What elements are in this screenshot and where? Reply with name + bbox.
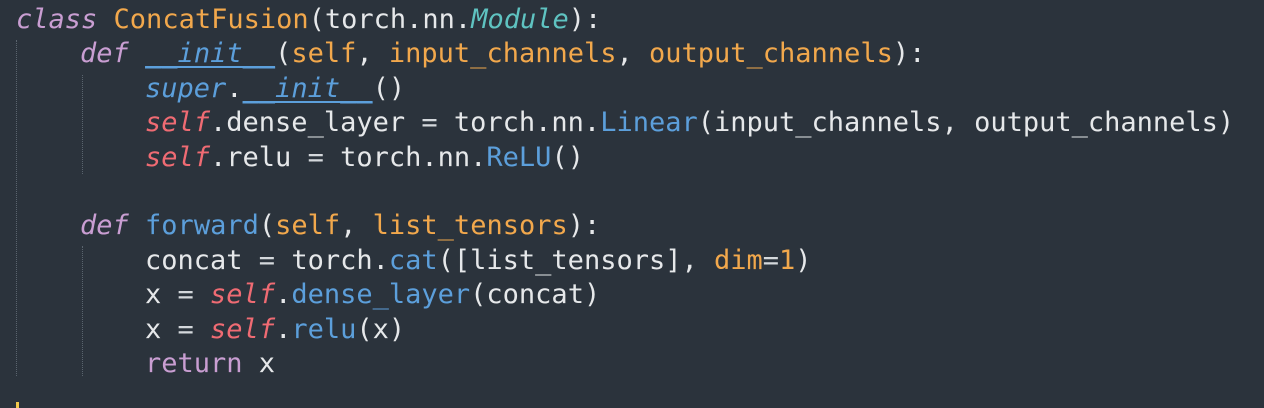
code-token: = (421, 107, 438, 139)
code-token: input_channels (388, 38, 617, 70)
code-line[interactable]: x = self.dense_layer(concat) (16, 278, 1256, 312)
code-token: = (177, 279, 194, 311)
code-token: () (551, 141, 584, 173)
code-token: (x) (356, 313, 406, 345)
code-token (194, 279, 210, 310)
code-token (129, 38, 145, 69)
code-token: return (145, 347, 243, 379)
code-token: , (340, 210, 373, 242)
code-line[interactable] (16, 175, 1256, 209)
code-token: ) (795, 244, 812, 276)
code-token: output_channels (649, 38, 893, 70)
code-token: self (210, 279, 276, 311)
code-token: = (307, 141, 324, 173)
indent-guide-forward-body (82, 246, 83, 376)
code-token: self (145, 107, 211, 139)
code-token: . (275, 313, 292, 345)
code-token: torch. (275, 244, 389, 276)
code-token (194, 314, 210, 345)
code-token: Linear (600, 107, 698, 139)
code-token: ): (567, 210, 601, 242)
code-token: torch.nn. (437, 107, 601, 139)
code-token: , (616, 38, 649, 70)
code-token: def (80, 210, 129, 242)
code-token: x (242, 347, 276, 379)
code-token: __init__ (242, 72, 373, 104)
code-token: Module (471, 4, 569, 35)
code-token: forward (145, 210, 259, 242)
code-token: (torch.nn. (308, 4, 472, 35)
code-token: ( (258, 210, 276, 242)
code-token: ConcatFusion (113, 4, 309, 35)
code-lines[interactable]: class ConcatFusion(torch.nn.Module):def … (16, 3, 1256, 381)
code-token: relu (291, 313, 357, 345)
code-token (97, 4, 113, 35)
code-line[interactable]: self.relu = torch.nn.ReLU() (16, 141, 1256, 175)
code-token: (concat) (470, 279, 601, 311)
code-token: () (372, 72, 406, 104)
code-token: = (258, 244, 276, 276)
text-cursor (16, 402, 19, 408)
code-token: dim (713, 244, 763, 276)
code-token: , (356, 38, 389, 70)
code-token: list_tensors (372, 210, 568, 242)
code-token: __init__ (145, 38, 276, 70)
code-token: self (210, 313, 276, 345)
code-token: super (145, 72, 227, 104)
code-line[interactable]: concat = torch.cat([list_tensors], dim=1… (16, 244, 1256, 278)
code-token: self (291, 38, 357, 70)
code-token: .relu (210, 141, 308, 173)
code-line[interactable]: def forward(self, list_tensors): (16, 209, 1256, 243)
indent-guide-init-body (82, 75, 83, 174)
code-token: . (226, 72, 243, 104)
code-line[interactable]: def __init__(self, input_channels, outpu… (16, 37, 1256, 71)
code-token: x (145, 313, 178, 345)
code-line[interactable]: self.dense_layer = torch.nn.Linear(input… (16, 106, 1256, 140)
code-token: self (275, 210, 341, 242)
code-token: def (80, 38, 129, 70)
code-token: ReLU (486, 141, 552, 173)
code-token: ): (568, 4, 602, 35)
code-token: cat (388, 244, 438, 276)
code-token: ( (275, 38, 292, 70)
code-token: 1 (779, 244, 796, 276)
code-token: (input_channels, output_channels) (697, 107, 1235, 139)
code-token: ([list_tensors], (437, 244, 714, 276)
code-token: . (275, 279, 292, 311)
code-token: x (145, 279, 178, 311)
code-token: concat (145, 244, 259, 276)
code-line[interactable]: return x (16, 347, 1256, 381)
code-line[interactable]: super.__init__() (16, 72, 1256, 106)
code-token: ): (892, 38, 926, 70)
code-token: self (145, 141, 211, 173)
indent-guide-class-body (16, 40, 17, 376)
code-token: dense_layer (291, 279, 471, 311)
code-token: .dense_layer (210, 107, 422, 139)
code-token: = (177, 313, 194, 345)
code-token: = (762, 244, 780, 276)
code-token (129, 210, 145, 241)
code-token: class (16, 4, 98, 35)
code-line[interactable]: x = self.relu(x) (16, 313, 1256, 347)
code-token: torch.nn. (323, 141, 487, 173)
code-line[interactable]: class ConcatFusion(torch.nn.Module): (16, 3, 1256, 37)
